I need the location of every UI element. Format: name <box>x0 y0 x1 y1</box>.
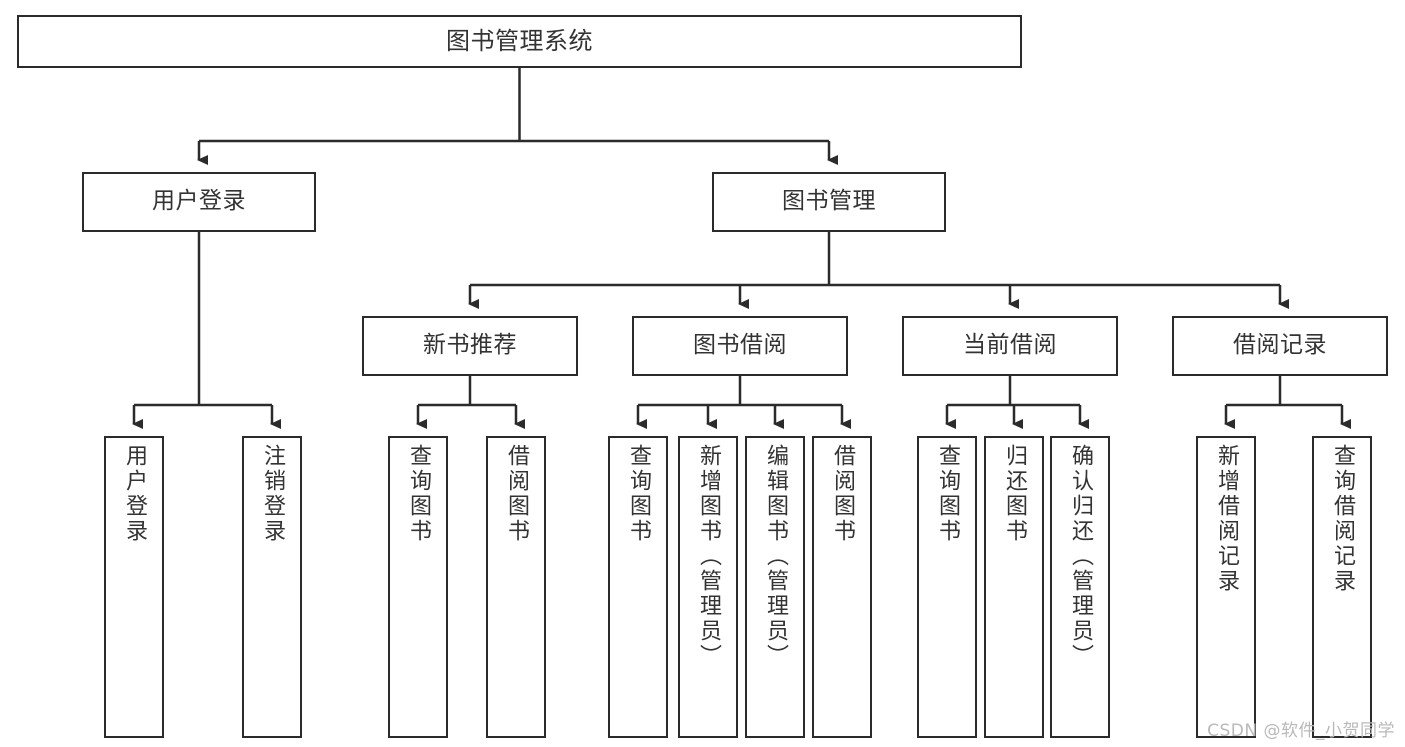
node-label: 查询图书 <box>935 444 960 544</box>
node-label: 新书推荐 <box>423 332 517 359</box>
node-label: 用户登录 <box>152 188 246 215</box>
node-label: 借阅记录 <box>1233 332 1327 359</box>
node-leaf11[interactable]: 确认归还（管理员） <box>1050 436 1110 738</box>
node-leaf13[interactable]: 查询借阅记录 <box>1312 436 1372 738</box>
node-records[interactable]: 借阅记录 <box>1172 316 1388 376</box>
node-leaf10[interactable]: 归还图书 <box>984 436 1044 738</box>
node-label: 查询借阅记录 <box>1330 444 1355 594</box>
node-leaf8[interactable]: 借阅图书 <box>812 436 872 738</box>
node-leaf7[interactable]: 编辑图书（管理员） <box>745 436 805 738</box>
node-root[interactable]: 图书管理系统 <box>17 15 1022 68</box>
node-label: 当前借阅 <box>963 332 1057 359</box>
node-leaf12[interactable]: 新增借阅记录 <box>1196 436 1256 738</box>
node-bookmgmt[interactable]: 图书管理 <box>712 172 946 232</box>
node-leaf2[interactable]: 注销登录 <box>242 436 302 738</box>
node-label: 新增图书（管理员） <box>696 444 721 669</box>
node-label: 借阅图书 <box>504 444 529 544</box>
node-label: 图书管理 <box>782 188 876 215</box>
node-label: 图书管理系统 <box>446 27 593 56</box>
node-leaf6[interactable]: 新增图书（管理员） <box>678 436 738 738</box>
node-leaf4[interactable]: 借阅图书 <box>486 436 546 738</box>
node-label: 注销登录 <box>260 444 285 544</box>
watermark-text: CSDN @软件_小贺同学 <box>1207 721 1395 741</box>
node-current[interactable]: 当前借阅 <box>902 316 1118 376</box>
node-label: 用户登录 <box>122 444 147 544</box>
node-leaf1[interactable]: 用户登录 <box>104 436 164 738</box>
node-label: 归还图书 <box>1002 444 1027 544</box>
node-newbook[interactable]: 新书推荐 <box>362 316 578 376</box>
node-leaf5[interactable]: 查询图书 <box>608 436 668 738</box>
node-label: 确认归还（管理员） <box>1068 444 1093 669</box>
node-label: 新增借阅记录 <box>1214 444 1239 594</box>
node-label: 查询图书 <box>406 444 431 544</box>
node-label: 编辑图书（管理员） <box>763 444 788 669</box>
node-label: 借阅图书 <box>830 444 855 544</box>
node-login[interactable]: 用户登录 <box>82 172 316 232</box>
node-borrow[interactable]: 图书借阅 <box>632 316 848 376</box>
node-label: 查询图书 <box>626 444 651 544</box>
node-leaf9[interactable]: 查询图书 <box>917 436 977 738</box>
node-label: 图书借阅 <box>693 332 787 359</box>
node-leaf3[interactable]: 查询图书 <box>388 436 448 738</box>
